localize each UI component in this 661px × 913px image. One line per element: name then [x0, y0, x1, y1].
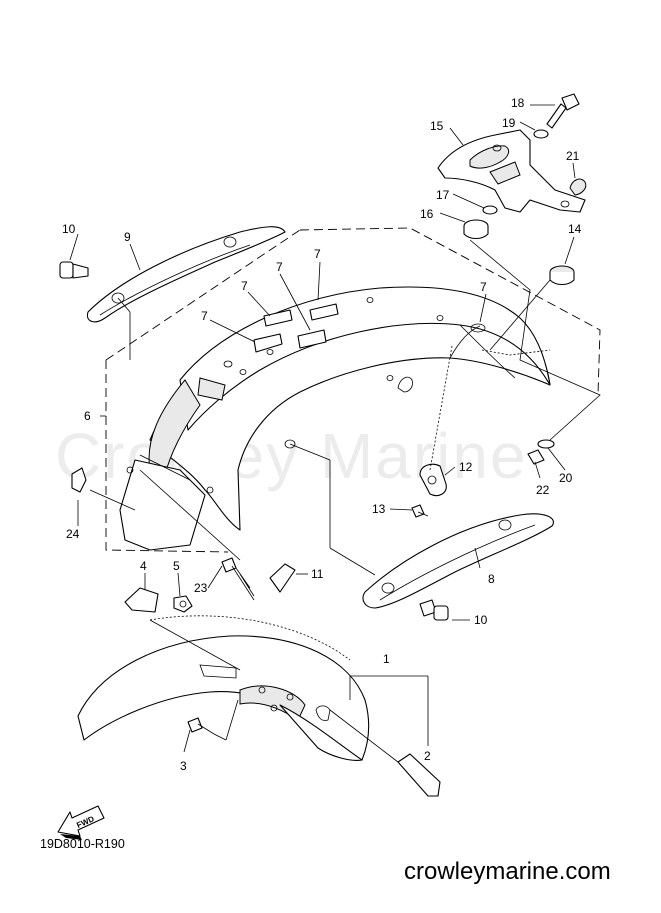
leader-lines: [69, 104, 601, 763]
callout-17: 17: [436, 188, 450, 202]
callout-7-a: 7: [314, 247, 321, 261]
nut-22[interactable]: [527, 449, 545, 465]
callout-1: 1: [383, 652, 390, 666]
callout-4: 4: [140, 559, 147, 573]
bolt-3[interactable]: [187, 717, 215, 735]
clamp-12[interactable]: [419, 463, 447, 497]
callout-8: 8: [488, 572, 495, 586]
callout-11: 11: [311, 567, 324, 581]
callout-24: 24: [66, 527, 80, 541]
callout-2: 2: [424, 749, 431, 763]
decal-7-group[interactable]: [253, 303, 339, 353]
callout-3: 3: [180, 759, 187, 773]
grab-bar-right[interactable]: [362, 513, 554, 609]
callout-13: 13: [372, 502, 386, 516]
callout-16: 16: [420, 207, 434, 221]
grab-bar-left[interactable]: [86, 226, 286, 323]
rear-fender-assembly-boundary: [105, 227, 601, 553]
callout-10-left: 10: [62, 222, 76, 236]
callout-numbers: 18 19 15 21 17 16 14 10 9 7 7 7 7 7 6 12…: [62, 96, 582, 773]
callout-19: 19: [502, 116, 516, 130]
callout-14: 14: [568, 222, 582, 236]
washer-20[interactable]: [537, 439, 555, 449]
callout-7-c: 7: [241, 279, 248, 293]
callout-6: 6: [84, 409, 91, 423]
callout-9: 9: [124, 230, 131, 244]
callout-23: 23: [194, 581, 208, 595]
callout-7-e: 7: [201, 309, 208, 323]
screw-23[interactable]: [221, 557, 255, 601]
bulb-21[interactable]: [569, 178, 587, 196]
bracket-15[interactable]: [437, 129, 586, 213]
callout-18: 18: [511, 96, 525, 110]
washer-19[interactable]: [533, 129, 549, 139]
fwd-arrow-icon: FWD: [57, 805, 105, 840]
callout-15: 15: [430, 119, 444, 133]
callout-10-right: 10: [474, 613, 488, 627]
screw-13[interactable]: [411, 504, 429, 518]
clip-24[interactable]: [71, 467, 87, 493]
bolt-10-right[interactable]: [419, 599, 449, 621]
website-label[interactable]: crowleymarine.com: [404, 858, 611, 885]
grommet-16[interactable]: [463, 219, 489, 240]
diagram-code: 19D8010-R190: [40, 837, 125, 851]
watermark-text: Crowley Marine: [55, 420, 528, 492]
callout-12: 12: [459, 460, 473, 474]
callout-22: 22: [536, 483, 550, 497]
callout-7-b: 7: [276, 260, 283, 274]
callout-5: 5: [173, 559, 180, 573]
bolt-18[interactable]: [546, 93, 580, 129]
front-fender[interactable]: [77, 615, 370, 761]
pad-11[interactable]: [269, 563, 296, 593]
callout-21: 21: [566, 149, 580, 163]
bracket-4[interactable]: [124, 587, 159, 613]
collar-17[interactable]: [482, 205, 498, 215]
nut-5[interactable]: [173, 595, 193, 613]
bolt-10-left[interactable]: [59, 261, 89, 279]
rear-fender-boundary-left: [105, 229, 301, 361]
grommet-14[interactable]: [549, 265, 575, 286]
callout-20: 20: [559, 471, 573, 485]
callout-7-d: 7: [480, 280, 487, 294]
stay-2[interactable]: [397, 753, 441, 797]
